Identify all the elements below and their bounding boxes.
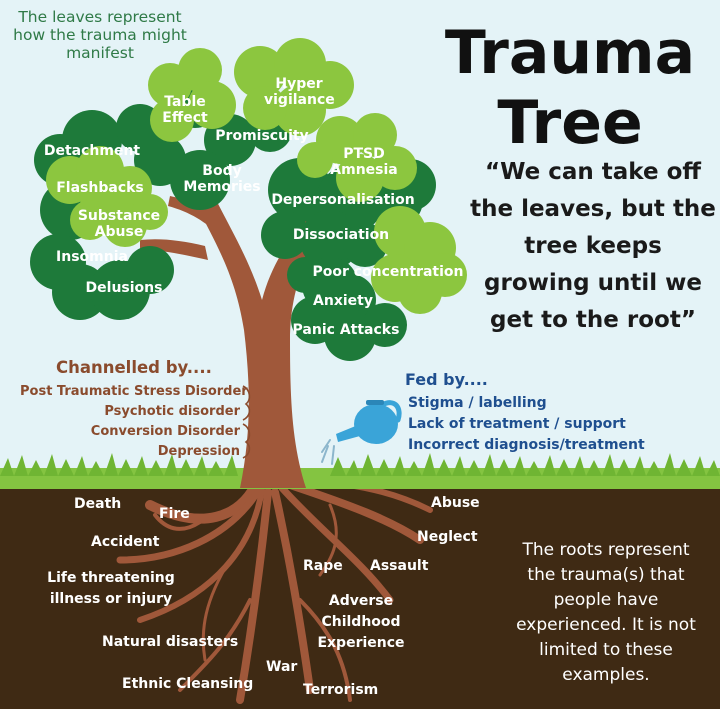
channel-item: Conversion Disorder (90, 424, 240, 439)
leaf-label: Detachment (43, 143, 141, 159)
root-label: Natural disasters (102, 634, 239, 650)
channel-brackets (242, 385, 251, 459)
title-line-2: Tree (497, 88, 643, 158)
channel-item: Depression (157, 444, 240, 459)
root-label: Assault (370, 558, 429, 574)
leaf-label: Insomnia (56, 249, 128, 265)
root-label: Accident (91, 534, 160, 550)
channelled-heading: Channelled by.... (56, 358, 212, 377)
leaf-label: Poor concentration (312, 264, 464, 280)
leaf-label: Promiscuity (215, 128, 309, 144)
leaf-label: Flashbacks (56, 180, 144, 196)
roots-caption: The roots represent the trauma(s) that p… (516, 540, 696, 685)
leaf-label: Depersonalisation (271, 192, 415, 208)
fed-item: Incorrect diagnosis/treatment (408, 437, 645, 453)
root-label: Neglect (417, 529, 478, 545)
root-label: Death (74, 496, 122, 512)
soil (0, 487, 720, 709)
channel-item: Psychotic disorder (104, 404, 240, 419)
leaf-label: Substance Abuse (77, 208, 161, 240)
canopy (30, 38, 467, 361)
leaf-label: Delusions (85, 280, 163, 296)
root-label: Fire (159, 506, 190, 522)
leaf-label: Panic Attacks (292, 322, 400, 338)
root-label: Ethnic Cleansing (122, 676, 254, 692)
channel-item: Post Traumatic Stress Disorder (20, 384, 248, 399)
root-label: Life threatening illness or injury (47, 570, 175, 607)
root-label: War (266, 659, 298, 675)
grass (0, 453, 720, 489)
root-label: Rape (303, 558, 343, 574)
leaf-label: Dissociation (292, 227, 390, 243)
quote: “We can take off the leaves, but the tre… (470, 159, 716, 333)
fed-item: Stigma / labelling (408, 395, 547, 411)
fed-heading: Fed by.... (405, 370, 488, 389)
root-label: Abuse (431, 495, 480, 511)
fed-item: Lack of treatment / support (408, 416, 626, 432)
title-line-1: Trauma (444, 18, 696, 88)
leaves-caption: The leaves represent how the trauma migh… (13, 8, 187, 62)
root-label: Adverse Childhood Experience (317, 593, 405, 651)
leaf-label: Body Memories (183, 163, 261, 195)
root-label: Terrorism (303, 682, 379, 698)
leaf-label: Table Effect (162, 94, 208, 126)
watering-can-icon (321, 400, 402, 465)
leaf-label: Hyper vigilance (264, 76, 335, 108)
leaf-label: Anxiety (313, 293, 373, 309)
leaf-label: PTSD Amnesia (330, 146, 398, 178)
